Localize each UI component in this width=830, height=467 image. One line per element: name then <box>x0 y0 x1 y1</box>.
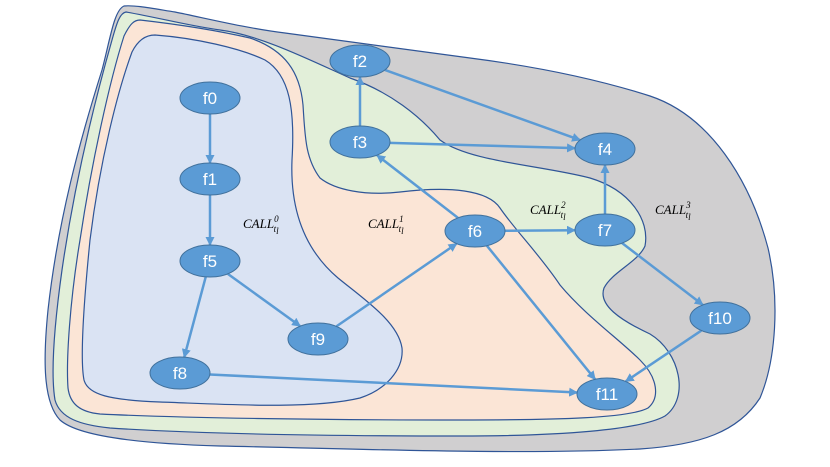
edge-f9-to-f6 <box>335 242 458 328</box>
node-label: f10 <box>708 309 732 328</box>
node-label: f9 <box>311 330 325 349</box>
node-f4[interactable]: f4 <box>574 132 636 166</box>
node-ellipse[interactable] <box>179 81 241 115</box>
edge-f5-to-f9 <box>227 272 301 328</box>
region-call0 <box>81 34 403 406</box>
node-label: f7 <box>598 221 612 240</box>
edges <box>181 68 704 397</box>
node-ellipse[interactable] <box>574 213 636 247</box>
node-label: f4 <box>598 140 612 159</box>
node-label: f8 <box>173 364 187 383</box>
edge-f7-to-f10 <box>621 242 704 306</box>
node-f8[interactable]: f8 <box>149 356 211 390</box>
node-ellipse[interactable] <box>444 214 506 248</box>
node-ellipse[interactable] <box>329 44 391 78</box>
node-f2[interactable]: f2 <box>329 44 391 78</box>
node-f11[interactable]: f11 <box>576 377 638 411</box>
node-label: f6 <box>468 222 482 241</box>
edge-f2-to-f4 <box>384 68 582 142</box>
node-ellipse[interactable] <box>576 377 638 411</box>
node-label: f1 <box>203 170 217 189</box>
node-f5[interactable]: f5 <box>179 244 241 278</box>
node-label: f2 <box>353 52 367 71</box>
node-f0[interactable]: f0 <box>179 81 241 115</box>
edge-f6-to-f7 <box>504 225 577 235</box>
node-f7[interactable]: f7 <box>574 213 636 247</box>
node-label: f5 <box>203 252 217 271</box>
node-ellipse[interactable] <box>574 132 636 166</box>
node-f3[interactable]: f3 <box>329 125 391 159</box>
node-ellipse[interactable] <box>179 162 241 196</box>
node-ellipse[interactable] <box>149 356 211 390</box>
node-f9[interactable]: f9 <box>287 322 349 356</box>
nodes: f0 f1 f2 f3 f4 f5 f6 f7 f8 f9 f10 f11 <box>149 44 751 411</box>
node-ellipse[interactable] <box>329 125 391 159</box>
node-f10[interactable]: f10 <box>689 301 751 335</box>
edge-f8-to-f11 <box>209 373 579 397</box>
node-label: f0 <box>203 89 217 108</box>
edge-f6-to-f3 <box>376 154 459 219</box>
node-f1[interactable]: f1 <box>179 162 241 196</box>
node-ellipse[interactable] <box>287 322 349 356</box>
edge-f3-to-f4 <box>389 141 577 153</box>
node-label: f11 <box>596 385 618 404</box>
node-ellipse[interactable] <box>689 301 751 335</box>
node-label: f3 <box>353 133 367 152</box>
node-f6[interactable]: f6 <box>444 214 506 248</box>
edge-f5-to-f8 <box>181 276 207 359</box>
edge-f10-to-f11 <box>624 329 703 383</box>
node-ellipse[interactable] <box>179 244 241 278</box>
edge-f6-to-f11 <box>485 244 597 381</box>
